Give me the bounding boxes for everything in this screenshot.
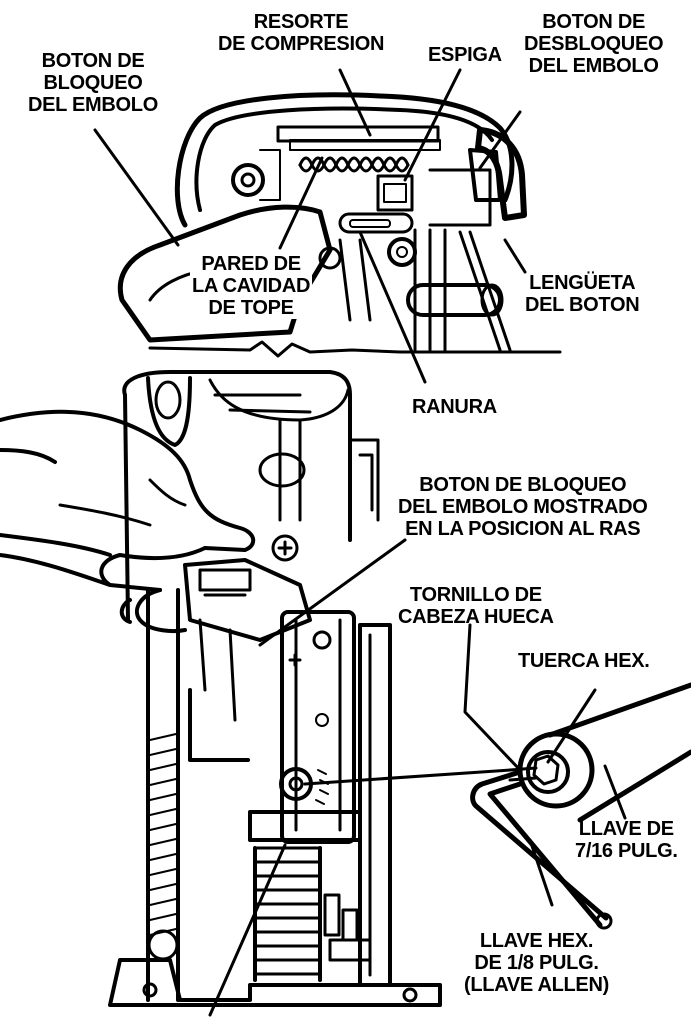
leader-lines xyxy=(93,68,627,1017)
label-socket-head-screw: TORNILLO DE CABEZA HUECA xyxy=(398,584,554,628)
leader-compression-spring xyxy=(338,68,372,137)
label-stop-cavity-wall: PARED DE LA CAVIDAD DE TOPE xyxy=(190,253,313,319)
leader-hex-nut xyxy=(546,688,597,764)
leader-lock-flush xyxy=(258,538,407,647)
leader-release-button xyxy=(478,110,522,170)
label-wrench-7-16: LLAVE DE 7/16 PULG. xyxy=(575,818,678,862)
leader-button-tab xyxy=(503,238,527,274)
leader-pin xyxy=(403,68,462,182)
label-plunger-lock-button: BOTON DE BLOQUEO DEL EMBOLO xyxy=(28,50,158,116)
leader-bellows xyxy=(208,843,287,1017)
leader-slot xyxy=(358,230,427,384)
router-body xyxy=(108,370,442,1007)
label-button-tab: LENGÜETA DEL BOTON xyxy=(525,272,640,316)
inset-detail xyxy=(117,92,562,358)
label-plunger-release-button: BOTON DE DESBLOQUEO DEL EMBOLO xyxy=(524,11,664,77)
label-lock-button-flush: BOTON DE BLOQUEO DEL EMBOLO MOSTRADO EN … xyxy=(398,474,648,540)
label-hex-key-1-8: LLAVE HEX. DE 1/8 PULG. (LLAVE ALLEN) xyxy=(464,930,609,996)
label-slot: RANURA xyxy=(412,396,497,418)
label-pin: ESPIGA xyxy=(428,44,502,66)
leader-cavity-wall xyxy=(278,156,324,250)
leader-socket-screw xyxy=(463,623,522,772)
tools xyxy=(470,682,691,930)
label-compression-spring: RESORTE DE COMPRESION xyxy=(218,11,385,55)
label-hex-nut: TUERCA HEX. xyxy=(518,650,650,672)
leader-plunger-lock xyxy=(93,128,180,247)
hand xyxy=(0,409,256,633)
leader-wrench xyxy=(603,764,627,820)
leader-hex-key xyxy=(528,838,554,907)
leader-screw-to-key xyxy=(303,768,512,786)
